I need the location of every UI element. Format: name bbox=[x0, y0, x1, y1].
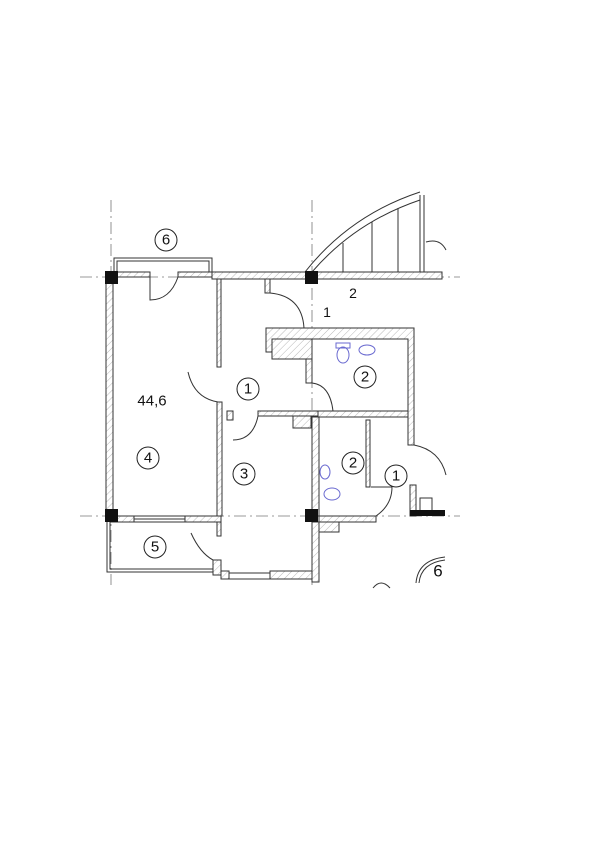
room-tag-bath-lower: 2 bbox=[341, 451, 365, 475]
svg-text:2: 2 bbox=[349, 455, 357, 472]
toilet-icon bbox=[336, 346, 350, 364]
area-label: 44,6 bbox=[137, 393, 166, 410]
column bbox=[305, 509, 318, 522]
room-tag-living: 4 bbox=[136, 446, 160, 470]
doors bbox=[149, 276, 447, 561]
sink-icon bbox=[358, 344, 376, 356]
sanitary-fixtures bbox=[319, 342, 376, 501]
svg-text:2: 2 bbox=[361, 369, 369, 386]
svg-text:1: 1 bbox=[392, 468, 400, 485]
walls bbox=[105, 257, 445, 583]
stair-label-landing: 2 bbox=[349, 285, 357, 301]
svg-text:1: 1 bbox=[244, 381, 252, 398]
room-tag-bath-upper: 2 bbox=[353, 365, 377, 389]
room-tag-hall: 1 bbox=[236, 377, 260, 401]
stairs bbox=[304, 191, 447, 273]
column bbox=[305, 271, 318, 284]
room-tag-balcony-bottom: 5 bbox=[143, 535, 167, 559]
columns bbox=[105, 271, 318, 522]
svg-text:5: 5 bbox=[151, 539, 159, 556]
room-tag-hall-right: 1 bbox=[384, 464, 408, 488]
room-tag-neighbor: 6 bbox=[433, 562, 442, 581]
column bbox=[105, 271, 118, 284]
neighbor-partial bbox=[372, 556, 446, 589]
room-tag-bedroom: 3 bbox=[232, 462, 256, 486]
column bbox=[105, 509, 118, 522]
svg-text:3: 3 bbox=[240, 466, 248, 483]
room-tag-balcony-top: 6 bbox=[154, 228, 178, 252]
toilet-icon bbox=[323, 487, 341, 501]
sink-icon bbox=[319, 464, 331, 480]
stair-label-step: 1 bbox=[323, 304, 331, 320]
svg-text:4: 4 bbox=[144, 450, 152, 467]
svg-text:6: 6 bbox=[162, 232, 170, 249]
